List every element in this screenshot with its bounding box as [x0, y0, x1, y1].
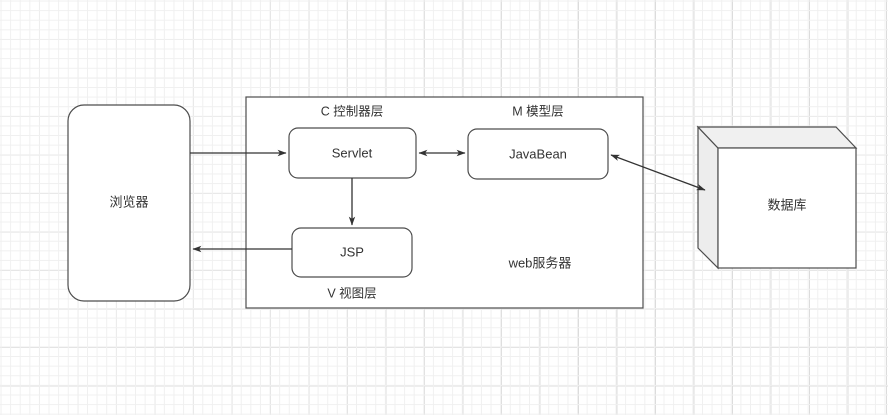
- node-database[interactable]: 数据库: [696, 125, 858, 270]
- browser-label: 浏览器: [109, 194, 148, 209]
- database-label: 数据库: [767, 197, 806, 212]
- servlet-label: Servlet: [332, 145, 373, 160]
- database-cube-front-face[interactable]: [717, 147, 857, 269]
- browser-box[interactable]: [67, 104, 191, 302]
- view-layer-label: V 视图层: [327, 285, 376, 300]
- javabean-box[interactable]: [467, 128, 609, 180]
- node-javabean[interactable]: JavaBean: [467, 128, 609, 180]
- database-cube-top-face: [696, 126, 858, 149]
- controller-layer-label: C 控制器层: [321, 104, 384, 118]
- connector-javabean-to-database[interactable]: [610, 154, 706, 191]
- model-layer-label: M 模型层: [512, 104, 563, 118]
- jsp-box[interactable]: [291, 227, 413, 278]
- node-jsp[interactable]: JSP: [291, 227, 413, 278]
- database-cube-left-face: [697, 125, 719, 270]
- node-servlet[interactable]: Servlet: [288, 127, 417, 179]
- javabean-label: JavaBean: [509, 146, 567, 161]
- web-server-label: web服务器: [508, 255, 572, 270]
- node-browser[interactable]: 浏览器: [67, 104, 191, 302]
- jsp-label: JSP: [340, 244, 364, 259]
